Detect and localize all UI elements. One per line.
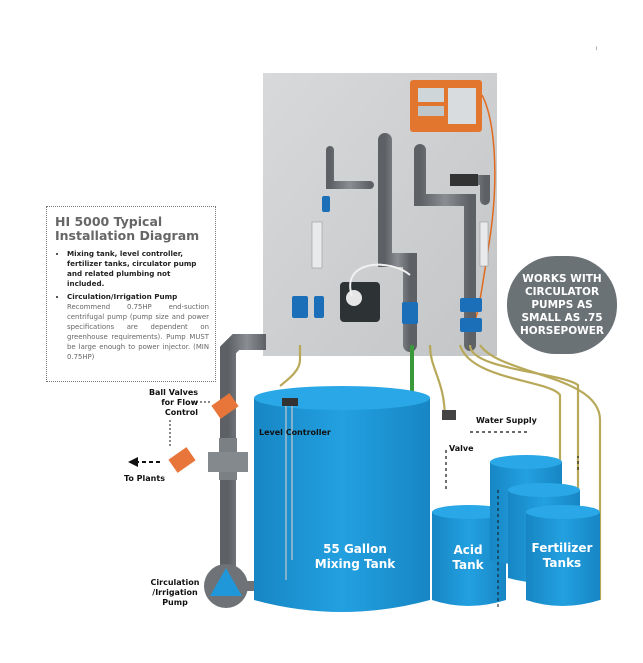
ball-valve-top	[211, 393, 239, 419]
panel-fittings	[292, 196, 482, 332]
note-bullet-2-text: Recommend 0.75HP end-suction centrifugal…	[67, 303, 209, 361]
badge-line-1: WORKS WITH	[522, 272, 602, 285]
fertilizer-tanks-label-2: Tanks	[542, 556, 582, 570]
note-bullet-1: Mixing tank, level controller, fertilize…	[67, 249, 209, 289]
ball-valves-label-3: Control	[164, 408, 198, 417]
info-note: HI 5000 Typical Installation Diagram Mix…	[46, 206, 216, 382]
ball-valves-label: Ball Valves for Flow Control	[148, 388, 198, 418]
circulation-pump	[204, 564, 262, 608]
fertilizer-tanks-label: Fertilizer Tanks	[522, 541, 602, 571]
corner-mark: i	[595, 46, 597, 52]
acid-tank-label-1: Acid	[453, 543, 483, 557]
water-supply-label: Water Supply	[476, 416, 537, 425]
level-controller-label: Level Controller	[259, 428, 331, 437]
hp-badge: WORKS WITH CIRCULATOR PUMPS AS SMALL AS …	[507, 256, 617, 354]
pump-label: Circulation /Irrigation Pump	[148, 578, 202, 608]
valve-label: Valve	[449, 444, 474, 453]
badge-line-3: PUMPS AS	[531, 298, 593, 311]
acid-tank	[432, 505, 506, 606]
note-title-line2: Installation Diagram	[55, 228, 200, 243]
note-title-line1: HI 5000 Typical	[55, 214, 163, 229]
pump-label-3: Pump	[162, 598, 188, 607]
acid-tank-label-2: Tank	[452, 558, 484, 572]
ball-valve-bottom	[168, 447, 196, 473]
badge-line-2: CIRCULATOR	[524, 285, 600, 298]
note-bullet-2-title: Circulation/Irrigation Pump	[67, 292, 178, 301]
badge-line-5: HORSEPOWER	[520, 324, 604, 337]
mixing-tank-label-1: 55 Gallon	[323, 542, 387, 556]
note-bullet-2: Circulation/Irrigation Pump Recommend 0.…	[67, 292, 209, 362]
mixing-tank-label: 55 Gallon Mixing Tank	[310, 542, 400, 572]
pump-label-2: /Irrigation	[152, 588, 198, 597]
to-plants-label: To Plants	[124, 474, 165, 483]
badge-line-4: SMALL AS .75	[521, 311, 603, 324]
controller-cable	[469, 94, 496, 331]
fertilizer-tanks-label-1: Fertilizer	[531, 541, 593, 555]
pump-label-1: Circulation	[150, 578, 200, 587]
mixing-tank	[254, 386, 430, 612]
note-title: HI 5000 Typical Installation Diagram	[55, 215, 209, 243]
note-list: Mixing tank, level controller, fertilize…	[55, 249, 209, 362]
fertilizer-tank-front	[526, 505, 600, 606]
acid-tank-label: Acid Tank	[440, 543, 496, 573]
feed-tubes	[279, 344, 602, 600]
ball-valves-label-1: Ball Valves	[148, 388, 198, 397]
mixing-tank-label-2: Mixing Tank	[314, 557, 396, 571]
ball-valves-label-2: for Flow	[161, 398, 198, 407]
